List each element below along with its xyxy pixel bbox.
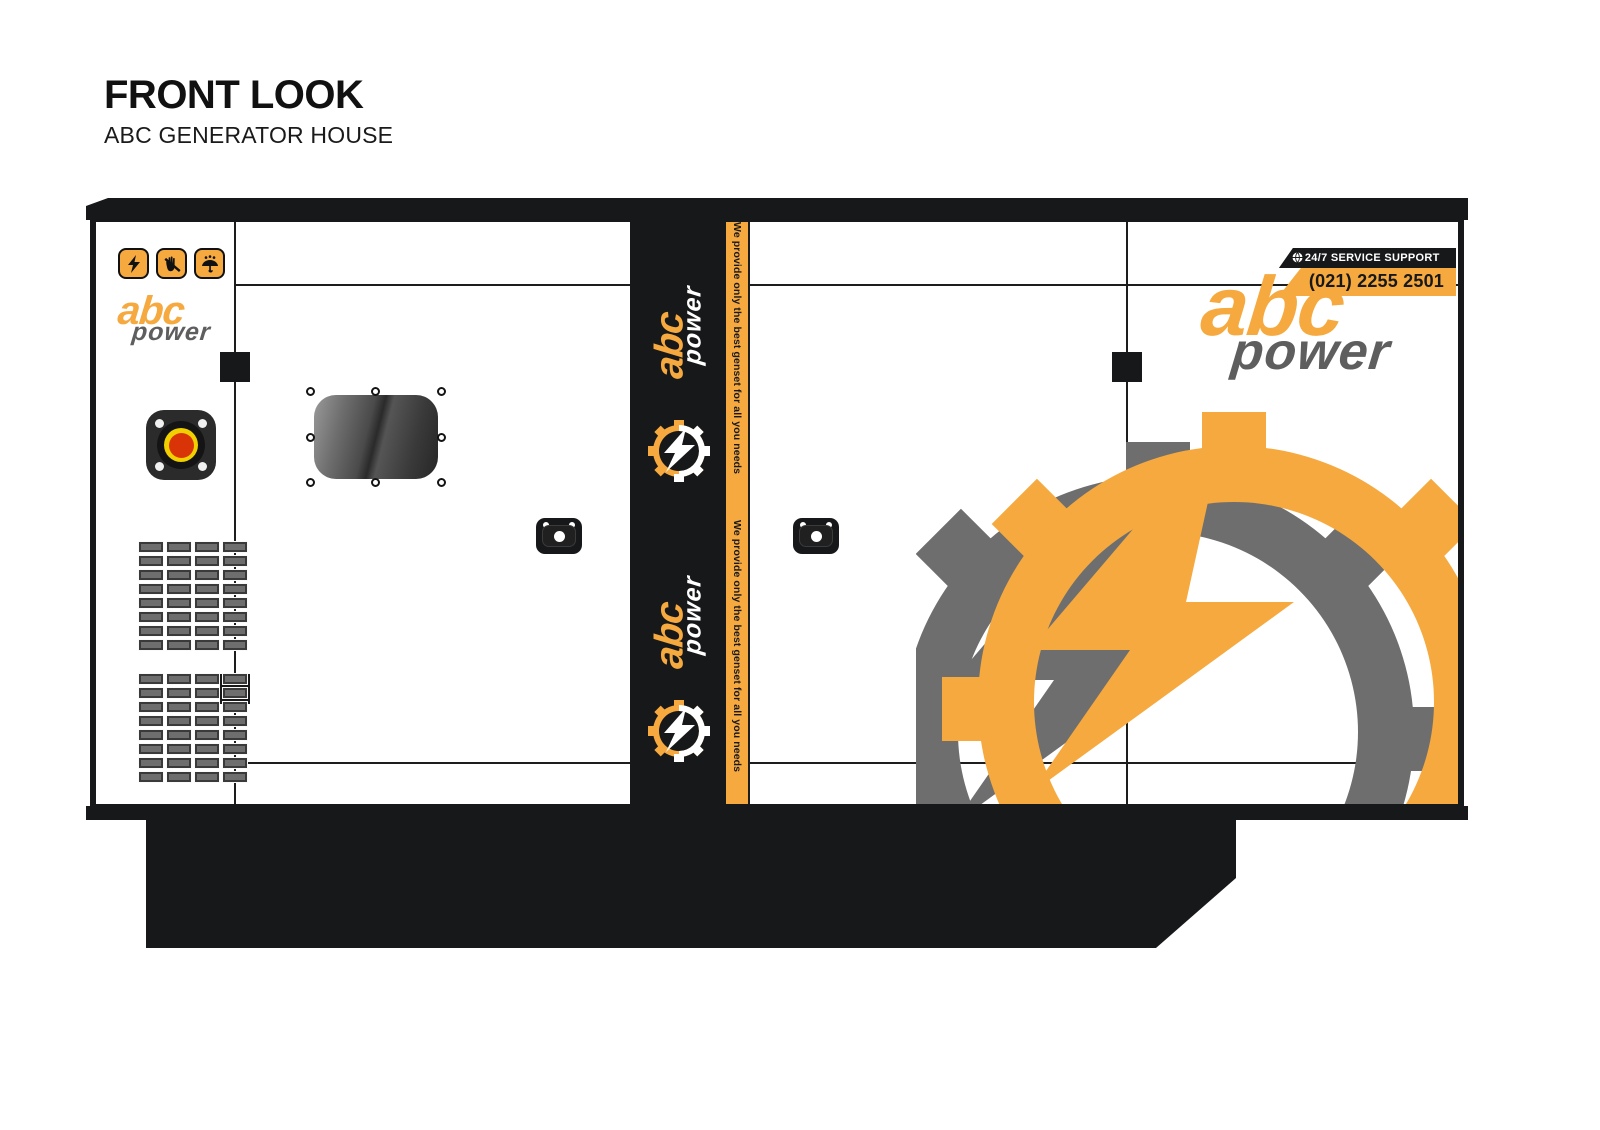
panel-bottom-rail-left — [234, 762, 630, 764]
protect-from-rain-icon — [194, 248, 225, 279]
generator-enclosure: abc power — [86, 198, 1468, 810]
panel-divider-3 — [748, 222, 750, 804]
window-screw — [306, 433, 315, 442]
tagline-stripe: We provide only the best genset for all … — [726, 222, 748, 804]
service-support-label: 24/7 SERVICE SUPPORT — [1304, 252, 1440, 264]
window-screw — [437, 478, 446, 487]
inspection-window — [296, 377, 456, 497]
stripe-logo-upper: abc power — [630, 232, 726, 432]
warning-label-group — [118, 248, 225, 279]
service-support-badge: 24/7 SERVICE SUPPORT (021) 2255 2501 — [1278, 248, 1456, 296]
panel-top-rail-left — [234, 284, 630, 286]
generator-base-skid — [146, 806, 1236, 948]
brand-logo-power: power — [1228, 322, 1394, 381]
window-glass — [314, 395, 438, 479]
stripe-logo-power: power — [678, 574, 707, 656]
door-hinge-top-left — [220, 352, 250, 382]
panel-bottom-rail-right — [748, 762, 1458, 764]
electrical-hazard-icon — [118, 248, 149, 279]
window-screw — [306, 478, 315, 487]
center-brand-stripe: abc power — [630, 222, 726, 804]
page-subtitle: ABC GENERATOR HOUSE — [104, 122, 394, 148]
door-hinge-top-right — [1112, 352, 1142, 382]
louver-vent-lower — [138, 673, 248, 783]
brand-logo-power: power — [130, 318, 213, 347]
service-support-bar: 24/7 SERVICE SUPPORT — [1278, 248, 1456, 268]
window-screw — [437, 433, 446, 442]
gear-bolt-icon-lower — [648, 700, 710, 767]
emergency-stop-button[interactable] — [146, 410, 216, 480]
brand-logo-small: abc power — [116, 289, 213, 347]
tagline-text: We provide only the best genset for all … — [731, 520, 743, 773]
panel-top-rail-right — [748, 284, 1458, 286]
enclosure-body: abc power — [96, 222, 1458, 804]
window-screw — [437, 387, 446, 396]
globe-icon — [1292, 252, 1303, 266]
window-screw — [371, 478, 380, 487]
door-latch-right[interactable] — [793, 518, 839, 554]
do-not-touch-icon — [156, 248, 187, 279]
page-title: FRONT LOOK — [104, 73, 364, 117]
page-header: FRONT LOOK ABC GENERATOR HOUSE — [104, 74, 393, 149]
window-screw — [306, 387, 315, 396]
enclosure-roof — [86, 198, 1468, 220]
service-phone-number[interactable]: (021) 2255 2501 — [1278, 268, 1456, 296]
gear-bolt-icon-upper — [648, 420, 710, 487]
stripe-logo-power: power — [678, 284, 707, 366]
gear-bolt-watermark — [866, 402, 1458, 804]
window-screw — [371, 387, 380, 396]
panel-divider-1 — [234, 222, 236, 804]
louver-vent-upper — [138, 541, 248, 651]
stripe-logo-lower: abc power — [630, 522, 726, 722]
door-latch-left[interactable] — [536, 518, 582, 554]
